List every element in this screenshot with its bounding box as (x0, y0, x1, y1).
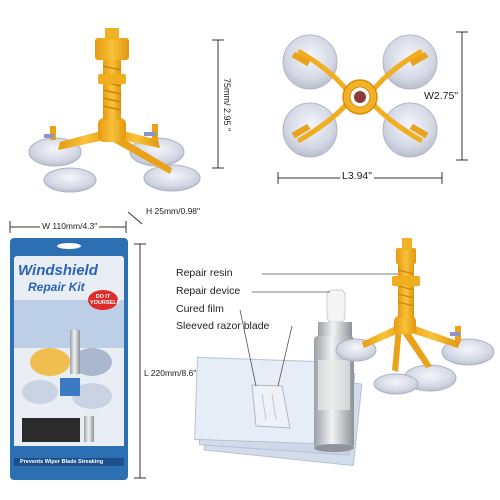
repair-device (335, 238, 495, 395)
tool-side-view (28, 28, 201, 193)
height-dimension-label: 75mm/ 2.95 " (222, 78, 232, 132)
label-repair-resin: Repair resin (176, 267, 233, 279)
suction-cup (373, 373, 419, 395)
length-dimension-label: L3.94" (340, 170, 375, 182)
suction-cup (382, 102, 438, 158)
package-badge: DO IT YOURSELF (88, 290, 120, 310)
label-cured-film: Cured film (176, 303, 224, 315)
height-dimension-line (212, 39, 224, 169)
sleeved-razor-blade (251, 384, 291, 429)
package-length-label: L 220mm/8.6" (144, 368, 197, 378)
suction-cup (143, 164, 201, 192)
suction-cup (282, 34, 338, 90)
label-repair-device: Repair device (176, 285, 241, 297)
package-bottom-text: Prevents Wiper Blade Streaking (20, 459, 104, 465)
package-subtitle: Repair Kit (28, 280, 85, 294)
package-depth-label: H 25mm/0.98" (146, 206, 201, 216)
leader-lines (239, 273, 398, 387)
suction-cup (282, 102, 338, 158)
package-width-label: W 110mm/4.3" (40, 221, 100, 231)
suction-cup (382, 34, 438, 90)
repair-resin-bottle (314, 289, 354, 452)
package-title: Windshield (18, 262, 98, 279)
label-sleeved-razor-blade: Sleeved razor blade (176, 320, 270, 332)
width-dimension-label: W2.75" (424, 90, 459, 102)
tool-top-view (282, 34, 438, 158)
suction-cup (43, 167, 97, 193)
